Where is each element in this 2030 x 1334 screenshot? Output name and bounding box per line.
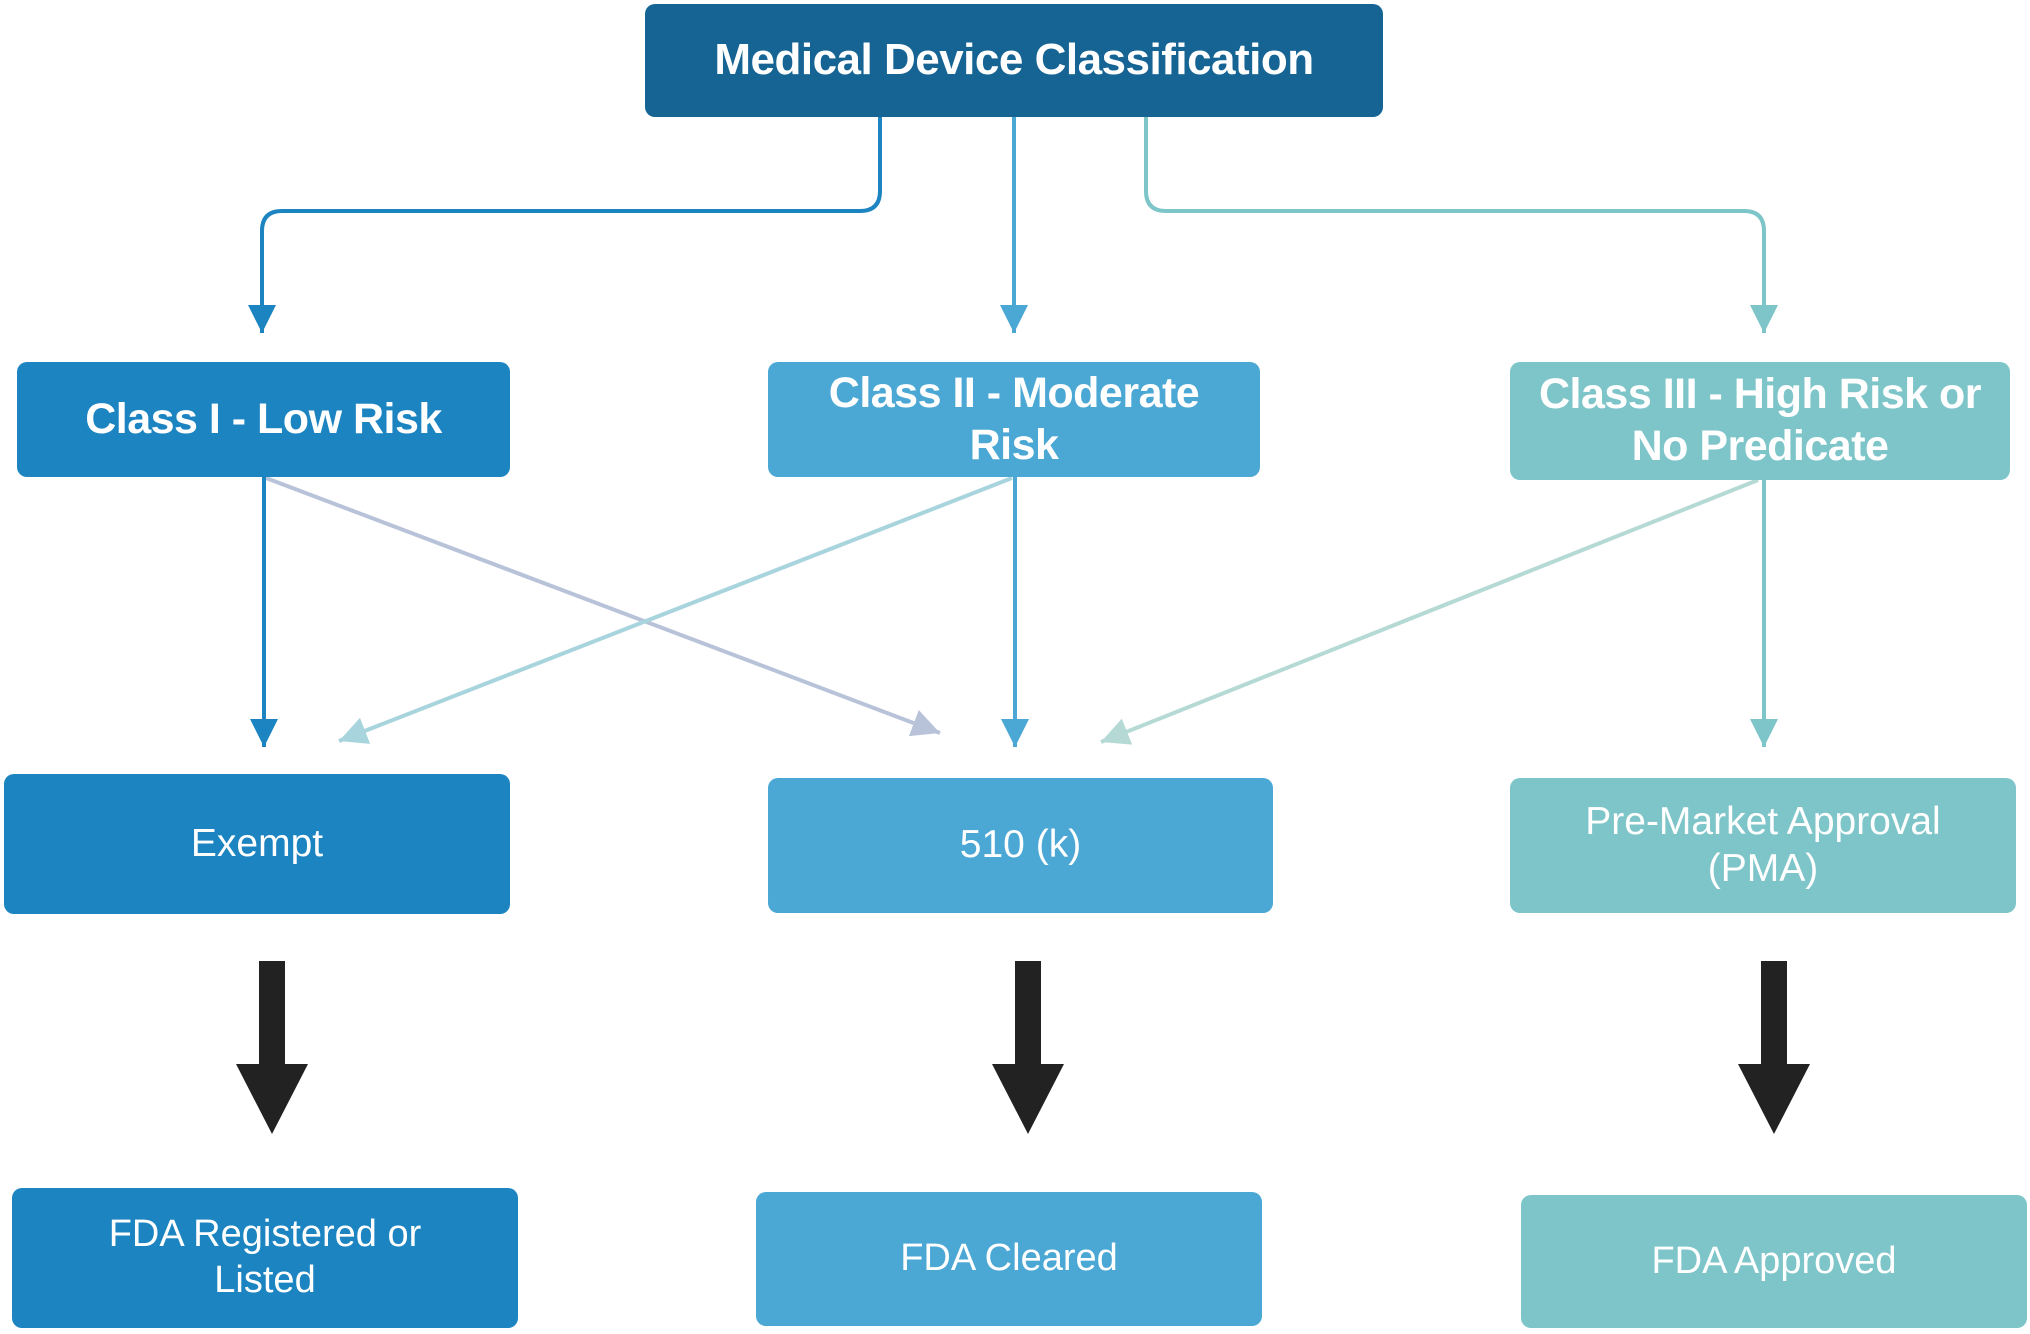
node-label: FDA Approved: [1651, 1239, 1897, 1282]
node-label: Class III - High Risk or No Predicate: [1539, 370, 1982, 470]
node-label: Medical Device Classification: [714, 35, 1314, 85]
node-class-ii: Class II - Moderate Risk: [768, 362, 1260, 477]
node-label: Pre-Market Approval (PMA): [1585, 799, 1941, 890]
edge-class-i-to-510k: [265, 476, 941, 737]
node-class-i: Class I - Low Risk: [17, 362, 510, 477]
node-medical-device-classification: Medical Device Classification: [645, 4, 1383, 117]
node-fda-registered-or-listed: FDA Registered or Listed: [12, 1188, 518, 1328]
node-label: Class I - Low Risk: [85, 394, 442, 443]
node-label: Exempt: [190, 821, 324, 865]
edge-class-iii-to-510k: [1100, 478, 1759, 745]
edge-class-ii-to-exempt: [338, 476, 1013, 744]
outcome-arrow-510k: [992, 961, 1064, 1134]
node-class-iii: Class III - High Risk or No Predicate: [1510, 362, 2010, 480]
node-label: 510 (k): [959, 823, 1082, 867]
node-exempt: Exempt: [4, 774, 510, 914]
node-label: FDA Registered or Listed: [108, 1213, 422, 1301]
node-510k: 510 (k): [768, 778, 1273, 913]
node-label: FDA Cleared: [900, 1237, 1118, 1280]
edge-header-to-class-iii: [1144, 117, 1778, 333]
node-pma: Pre-Market Approval (PMA): [1510, 778, 2016, 913]
node-fda-cleared: FDA Cleared: [756, 1192, 1262, 1326]
outcome-arrow-exempt: [236, 961, 308, 1134]
node-fda-approved: FDA Approved: [1521, 1195, 2027, 1328]
node-label: Class II - Moderate Risk: [828, 368, 1200, 469]
outcome-arrow-pma: [1738, 961, 1810, 1134]
edge-header-to-class-i: [248, 117, 882, 333]
